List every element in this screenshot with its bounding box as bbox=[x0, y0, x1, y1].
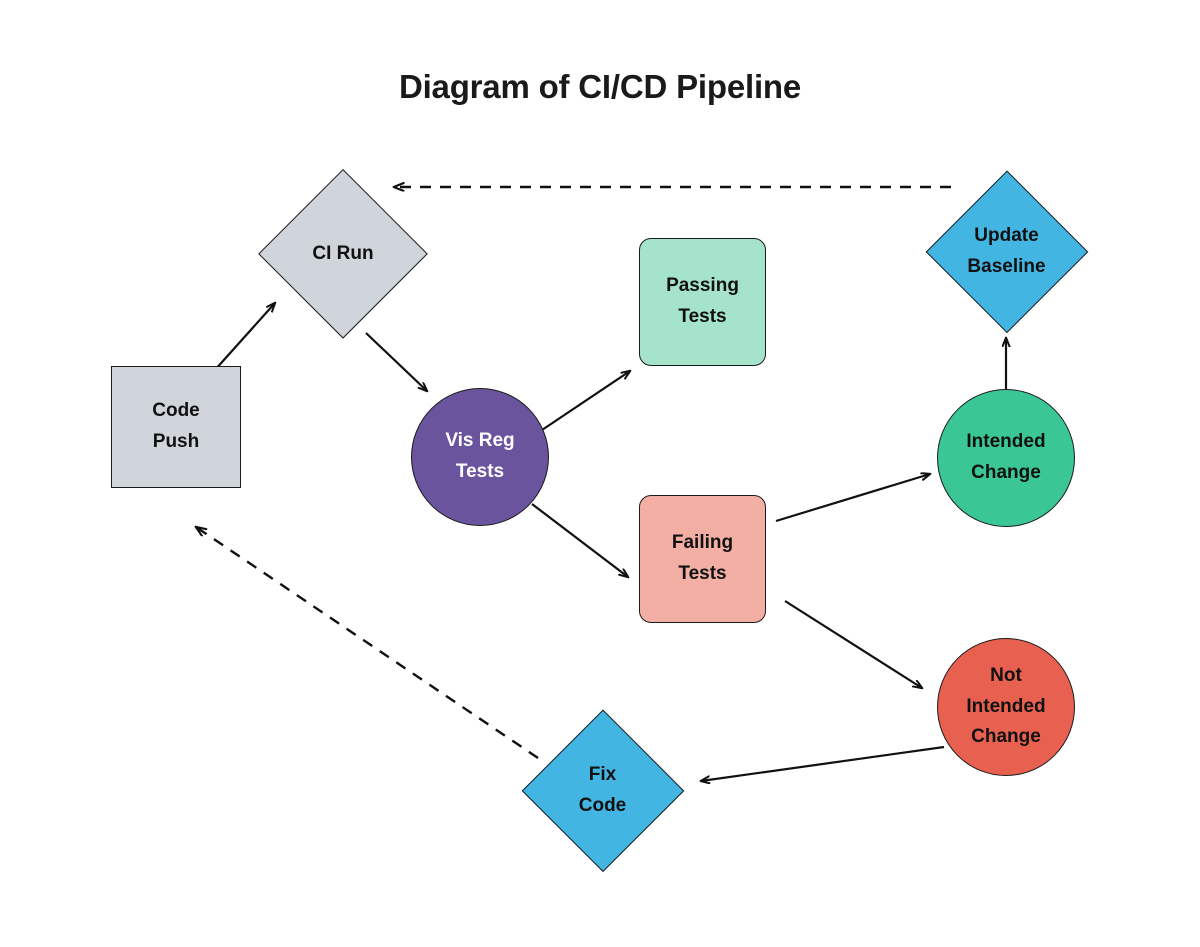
edge-code-push-to-ci-run bbox=[213, 303, 275, 372]
node-code-push[interactable]: Code Push bbox=[111, 366, 241, 488]
node-failing-tests[interactable]: Failing Tests bbox=[639, 495, 766, 623]
diamond-shape-fix-code bbox=[521, 709, 684, 872]
node-label-code-push: Code Push bbox=[152, 400, 200, 452]
node-label-not-intended-change: Not Intended Change bbox=[966, 664, 1046, 748]
edge-not-intended-to-fix-code bbox=[701, 745, 945, 781]
node-passing-tests[interactable]: Passing Tests bbox=[639, 238, 766, 366]
node-label-intended-change: Intended Change bbox=[966, 431, 1046, 483]
page-title: Diagram of CI/CD Pipeline bbox=[398, 68, 802, 105]
edge-fix-code-to-code-push bbox=[196, 527, 539, 759]
edge-ci-run-to-vis-reg-tests bbox=[365, 332, 427, 391]
diamond-shape-update-baseline bbox=[925, 170, 1088, 333]
node-vis-reg-tests[interactable]: Vis Reg Tests bbox=[411, 388, 549, 526]
node-not-intended-change[interactable]: Not Intended Change bbox=[937, 638, 1075, 776]
node-ci-run[interactable]: CI Run bbox=[258, 169, 428, 339]
node-intended-change[interactable]: Intended Change bbox=[937, 389, 1075, 527]
node-fix-code[interactable]: Fix Code bbox=[521, 709, 684, 872]
edge-vis-reg-tests-to-failing-tests bbox=[531, 503, 628, 577]
diamond-shape-ci-run bbox=[258, 169, 428, 339]
node-label-vis-reg-tests: Vis Reg Tests bbox=[445, 430, 515, 482]
node-label-failing-tests: Failing Tests bbox=[671, 532, 734, 584]
node-label-passing-tests: Passing Tests bbox=[666, 275, 739, 327]
edge-failing-tests-to-not-intended bbox=[784, 600, 922, 688]
edge-vis-reg-tests-to-passing-tests bbox=[541, 371, 630, 431]
edge-failing-tests-to-intended bbox=[775, 474, 930, 523]
node-update-baseline[interactable]: Update Baseline bbox=[925, 170, 1088, 333]
